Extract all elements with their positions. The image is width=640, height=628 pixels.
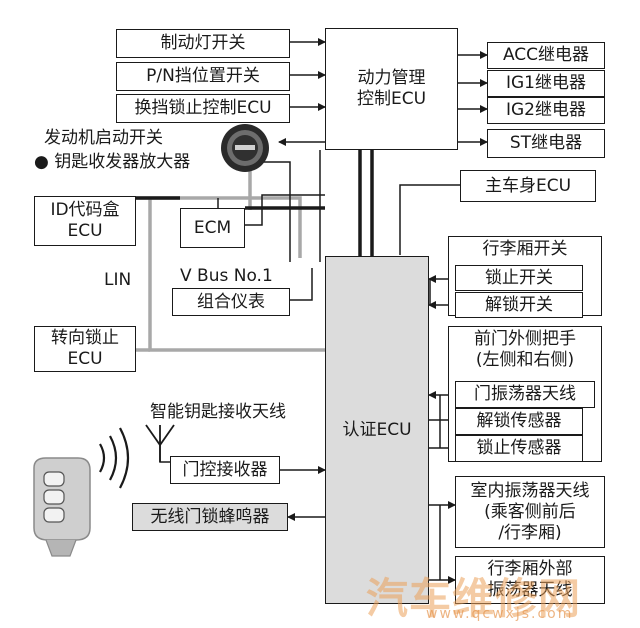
engine-start-switch-label: 发动机启动开关 [44, 128, 163, 148]
trunk-switch-title: 行李厢开关 [482, 239, 568, 259]
trunk-unlock-switch: 解锁开关 [455, 292, 583, 318]
steering-lock-ecu: 转向锁止 ECU [34, 326, 136, 372]
trunk-lock-switch: 锁止开关 [455, 265, 583, 291]
site-watermark-url: www.qcwxjs.com [426, 606, 574, 622]
radio-wave-icon [99, 427, 130, 489]
id-code-box-ecu: ID代码盒 ECU [34, 196, 136, 246]
vbus-label: V Bus No.1 [180, 266, 273, 286]
unlock-sensor: 解锁传感器 [455, 408, 583, 435]
lin-label: LIN [104, 270, 132, 290]
ig1-relay: IG1继电器 [487, 70, 605, 97]
main-body-ecu: 主车身ECU [460, 170, 596, 202]
trunk-outside-oscillator-antenna: 行李厢外部 振荡器天线 [455, 556, 605, 604]
acc-relay: ACC继电器 [487, 42, 605, 69]
key-transceiver-amp-text: 钥匙收发器放大器 [54, 152, 191, 172]
st-relay: ST继电器 [487, 129, 605, 158]
auth-ecu: 认证ECU [325, 256, 429, 604]
gray-bus-lines [136, 168, 330, 352]
power-management-ecu: 动力管理 控制ECU [325, 28, 458, 150]
antenna-icon [145, 424, 175, 462]
start-button-icon [221, 124, 269, 172]
lock-sensor: 锁止传感器 [455, 435, 583, 462]
ig2-relay: IG2继电器 [487, 97, 605, 124]
door-oscillator-antenna: 门振荡器天线 [455, 381, 595, 408]
front-door-handle-title: 前门外侧把手 (左侧和右侧) [474, 329, 576, 370]
smart-key-icon [33, 457, 91, 557]
smart-key-antenna-label: 智能钥匙接收天线 [150, 402, 286, 422]
brake-light-switch: 制动灯开关 [116, 29, 290, 58]
shift-lock-ecu: 换挡锁止控制ECU [116, 94, 290, 123]
site-watermark: 汽车维修网 [366, 574, 582, 623]
indoor-oscillator-antenna: 室内振荡器天线 (乘客侧前后 /行李厢) [455, 476, 605, 548]
combination-meter: 组合仪表 [172, 288, 290, 316]
wireless-door-lock-buzzer: 无线门锁蜂鸣器 [132, 503, 288, 531]
pn-position-switch: P/N挡位置开关 [116, 62, 290, 91]
ecm: ECM [180, 208, 245, 248]
key-transceiver-amp-label: ● 钥匙收发器放大器 [34, 152, 191, 172]
door-control-receiver: 门控接收器 [170, 456, 280, 484]
main-bus-lines [136, 150, 374, 262]
